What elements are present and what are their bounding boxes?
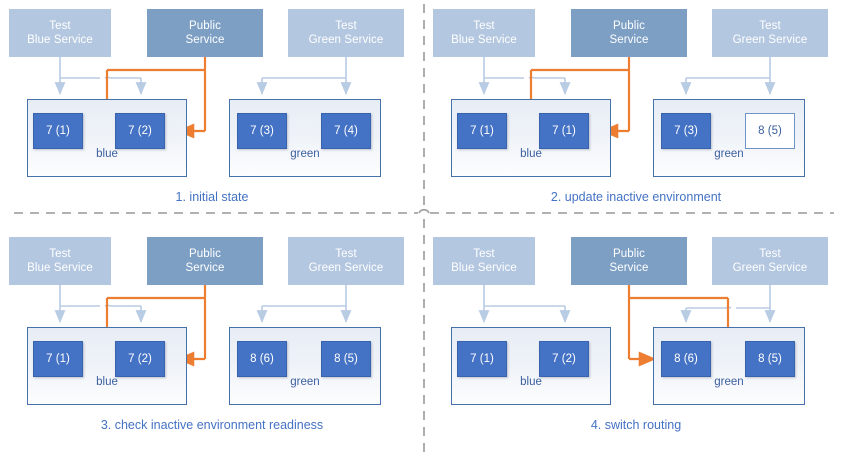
- instance-label: 7 (2): [128, 124, 152, 137]
- environment-label: green: [290, 376, 320, 388]
- instance-green-2[interactable]: 8 (5): [745, 341, 795, 377]
- instance-label: 7 (1): [46, 352, 70, 365]
- service-label: Public Service: [609, 20, 649, 46]
- service-test-blue-service[interactable]: Test Blue Service: [9, 237, 111, 285]
- service-public-service[interactable]: Public Service: [147, 237, 263, 285]
- test-blue-route: [54, 285, 147, 323]
- instance-green-1[interactable]: 8 (6): [237, 341, 287, 377]
- panel-4-connectors: [478, 285, 776, 367]
- instance-label: 7 (3): [674, 124, 698, 137]
- instance-green-1[interactable]: 7 (3): [237, 113, 287, 149]
- instance-label: 7 (4): [334, 124, 358, 137]
- instance-green-2[interactable]: 7 (4): [321, 113, 371, 149]
- test-green-route: [256, 285, 352, 323]
- service-test-blue-service[interactable]: Test Blue Service: [433, 9, 535, 57]
- instance-label: 7 (2): [552, 352, 576, 365]
- service-label: Test Green Service: [732, 248, 808, 274]
- service-label: Test Blue Service: [451, 248, 517, 274]
- instance-label: 7 (1): [470, 124, 494, 137]
- environment-label: green: [714, 148, 744, 160]
- panel-caption: 4. switch routing: [590, 418, 682, 432]
- service-label: Test Green Service: [732, 20, 808, 46]
- panel-caption: 3. check inactive environment readiness: [100, 418, 324, 432]
- instance-label: 8 (6): [250, 352, 274, 365]
- test-green-route: [680, 57, 776, 95]
- test-blue-route: [54, 57, 147, 95]
- instance-blue-2[interactable]: 7 (2): [115, 341, 165, 377]
- service-label: Public Service: [609, 248, 649, 274]
- panel-switch-routing: Test Blue Service Public Service Test Gr…: [424, 228, 848, 456]
- instance-blue-2[interactable]: 7 (2): [115, 113, 165, 149]
- service-label: Test Green Service: [308, 20, 384, 46]
- test-blue-route: [478, 57, 571, 95]
- environment-label: blue: [520, 148, 542, 160]
- instance-label: 7 (3): [250, 124, 274, 137]
- instance-label: 7 (1): [552, 124, 576, 137]
- service-label: Test Blue Service: [27, 20, 93, 46]
- service-label: Test Blue Service: [451, 20, 517, 46]
- instance-blue-1[interactable]: 7 (1): [457, 113, 507, 149]
- instance-blue-1[interactable]: 7 (1): [33, 113, 83, 149]
- instance-green-2[interactable]: 8 (5): [321, 341, 371, 377]
- service-public-service[interactable]: Public Service: [571, 9, 687, 57]
- instance-blue-1[interactable]: 7 (1): [457, 341, 507, 377]
- instance-label: 8 (6): [674, 352, 698, 365]
- environment-label: green: [290, 148, 320, 160]
- instance-label: 7 (1): [46, 124, 70, 137]
- instance-blue-2[interactable]: 7 (2): [539, 341, 589, 377]
- environment-label: blue: [96, 148, 118, 160]
- service-test-green-service[interactable]: Test Green Service: [288, 237, 404, 285]
- instance-green-2[interactable]: 8 (5): [745, 113, 795, 149]
- test-green-route: [680, 285, 776, 323]
- panel-initial-state: Test Blue Service Public Service Test Gr…: [0, 0, 424, 228]
- service-public-service[interactable]: Public Service: [147, 9, 263, 57]
- instance-label: 7 (2): [128, 352, 152, 365]
- test-green-route: [256, 57, 352, 95]
- environment-label: blue: [520, 376, 542, 388]
- service-test-green-service[interactable]: Test Green Service: [712, 9, 828, 57]
- instance-label: 8 (5): [758, 124, 782, 137]
- test-blue-route: [478, 285, 571, 323]
- instance-label: 8 (5): [334, 352, 358, 365]
- instance-label: 7 (1): [470, 352, 494, 365]
- environment-label: green: [714, 376, 744, 388]
- instance-blue-2[interactable]: 7 (1): [539, 113, 589, 149]
- instance-label: 8 (5): [758, 352, 782, 365]
- service-test-green-service[interactable]: Test Green Service: [712, 237, 828, 285]
- service-label: Test Green Service: [308, 248, 384, 274]
- panel-check-readiness: Test Blue Service Public Service Test Gr…: [0, 228, 424, 456]
- instance-green-1[interactable]: 8 (6): [661, 341, 711, 377]
- instance-blue-1[interactable]: 7 (1): [33, 341, 83, 377]
- instance-green-1[interactable]: 7 (3): [661, 113, 711, 149]
- service-label: Test Blue Service: [27, 248, 93, 274]
- panel-update-inactive-environment: Test Blue Service Public Service Test Gr…: [424, 0, 848, 228]
- panel-caption: 1. initial state: [175, 190, 249, 204]
- service-public-service[interactable]: Public Service: [571, 237, 687, 285]
- service-test-green-service[interactable]: Test Green Service: [288, 9, 404, 57]
- environment-label: blue: [96, 376, 118, 388]
- service-test-blue-service[interactable]: Test Blue Service: [433, 237, 535, 285]
- service-label: Public Service: [185, 248, 225, 274]
- panel-caption: 2. update inactive environment: [550, 190, 722, 204]
- service-test-blue-service[interactable]: Test Blue Service: [9, 9, 111, 57]
- service-label: Public Service: [185, 20, 225, 46]
